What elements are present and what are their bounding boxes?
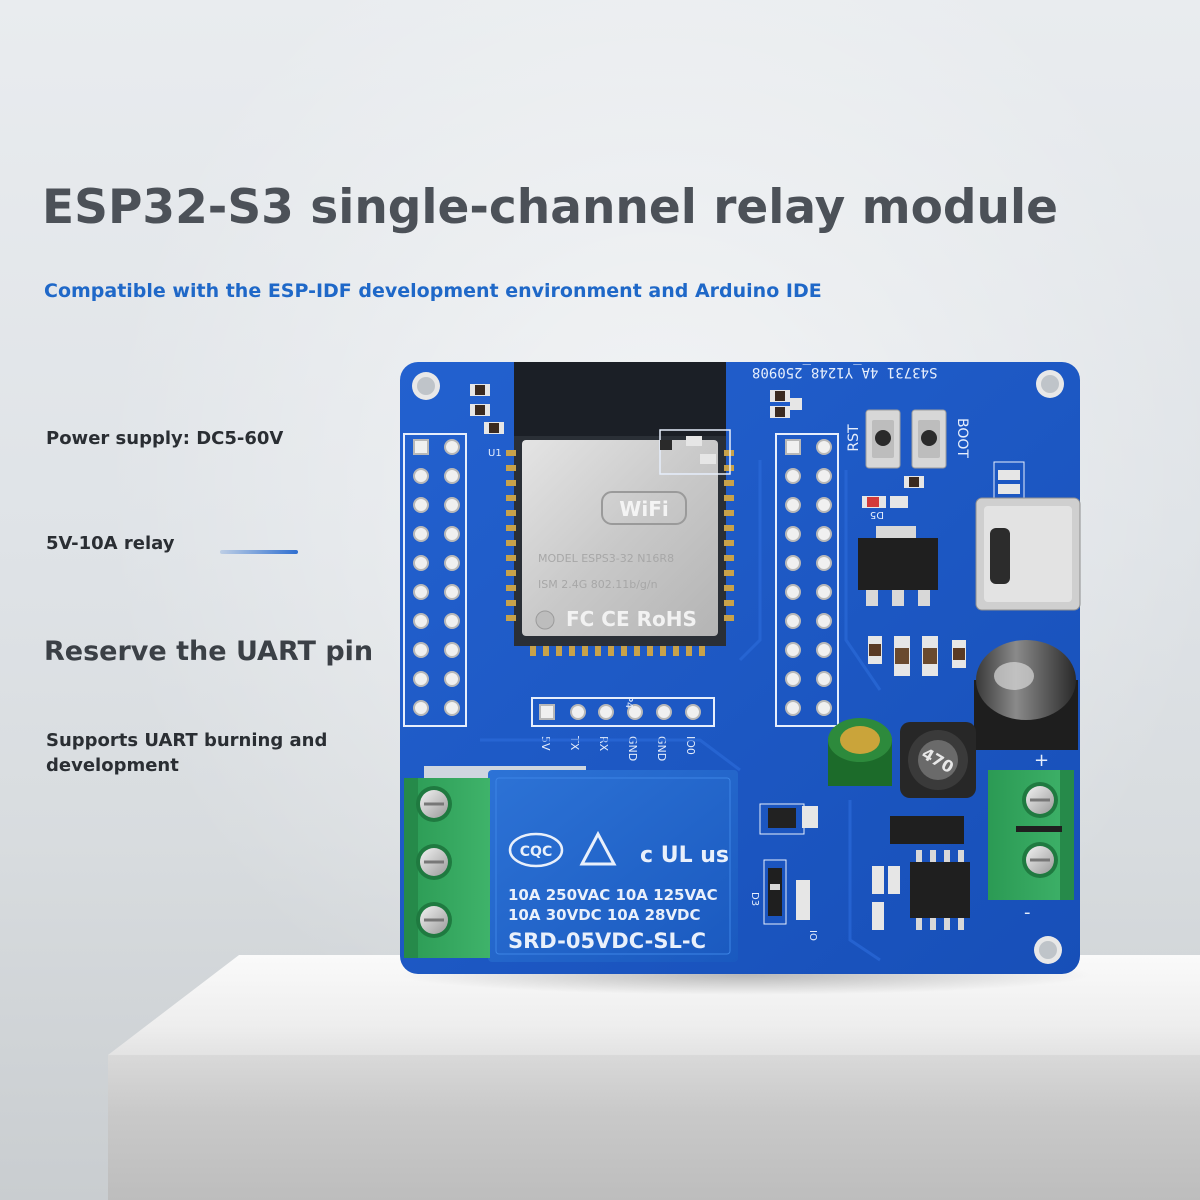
voltage-regulator <box>858 526 938 606</box>
module-cert-label: FC CE RoHS <box>566 607 697 631</box>
electrolytic-capacitor <box>974 640 1078 750</box>
relay-driver-components <box>759 803 818 925</box>
board-serial-label: S43731 4A_Y1248_250908 <box>752 364 937 380</box>
uart-label-gnd-1: GND <box>626 736 639 761</box>
d3-label: D3 <box>749 892 760 906</box>
right-pin-header <box>775 433 839 727</box>
uart-label-gnd-2: GND <box>655 736 668 761</box>
page-title: ESP32-S3 single-channel relay module <box>42 180 1059 235</box>
pedestal-front <box>108 1055 1200 1200</box>
relay-rating-1: 10A 250VAC 10A 125VAC <box>508 886 718 904</box>
esp32-antenna-area <box>514 362 726 442</box>
feature-relay: 5V-10A relay <box>46 533 175 554</box>
page-subtitle: Compatible with the ESP-IDF development … <box>44 280 822 302</box>
esp32-castellated-pads <box>506 450 734 656</box>
feature-uart-burning: Supports UART burning and development <box>46 730 328 776</box>
small-capacitor <box>828 718 892 786</box>
smd-components-right <box>868 636 966 676</box>
cqc-label: CQC <box>520 844 552 860</box>
left-header-pins <box>413 439 460 716</box>
rst-button <box>865 409 901 469</box>
uart-label-tx: TX <box>568 735 581 751</box>
d5-label: D5 <box>870 509 884 520</box>
minus-label: - <box>1024 902 1031 923</box>
power-input-terminal <box>988 770 1074 900</box>
uart-pins <box>539 704 701 720</box>
module-ism-label: ISM 2.4G 802.11b/g/n <box>538 578 658 591</box>
power-components <box>872 816 970 930</box>
uart-pin-header <box>531 697 715 727</box>
cqc-logo <box>508 832 564 868</box>
boot-button <box>911 409 947 469</box>
inductor <box>900 722 976 798</box>
wifi-logo: WiFi <box>619 497 668 521</box>
bluetooth-icon <box>535 610 555 630</box>
feature-underline <box>220 550 298 554</box>
uart-label-5v: 5V <box>539 736 552 751</box>
p4-label: P4 <box>623 696 634 708</box>
warning-triangle-icon <box>579 830 617 866</box>
module-model-label: MODEL ESPS3-32 N16R8 <box>538 552 674 565</box>
ul-mark: c UL us <box>640 843 729 868</box>
io-label: IO <box>807 930 818 941</box>
smd-components-top <box>470 384 802 475</box>
usb-c-port <box>975 497 1081 611</box>
wifi-logo-box <box>601 491 687 525</box>
relay <box>424 766 738 962</box>
left-pin-header <box>403 433 467 727</box>
relay-rating-2: 10A 30VDC 10A 28VDC <box>508 906 701 924</box>
u1-label: U1 <box>488 448 502 459</box>
uart-label-rx: RX <box>597 736 610 752</box>
relay-output-terminal <box>404 778 490 958</box>
relay-model: SRD-05VDC-SL-C <box>508 929 706 953</box>
plus-label: + <box>1034 750 1049 771</box>
mounting-holes <box>412 370 1064 964</box>
feature-power-supply: Power supply: DC5-60V <box>46 428 284 449</box>
feature-uart-pin: Reserve the UART pin <box>44 636 374 667</box>
rst-label: RST <box>846 424 862 452</box>
right-header-pins <box>785 439 832 716</box>
esp32-shield <box>522 440 718 636</box>
boot-label: BOOT <box>954 418 970 458</box>
pcb-traces <box>480 460 882 962</box>
